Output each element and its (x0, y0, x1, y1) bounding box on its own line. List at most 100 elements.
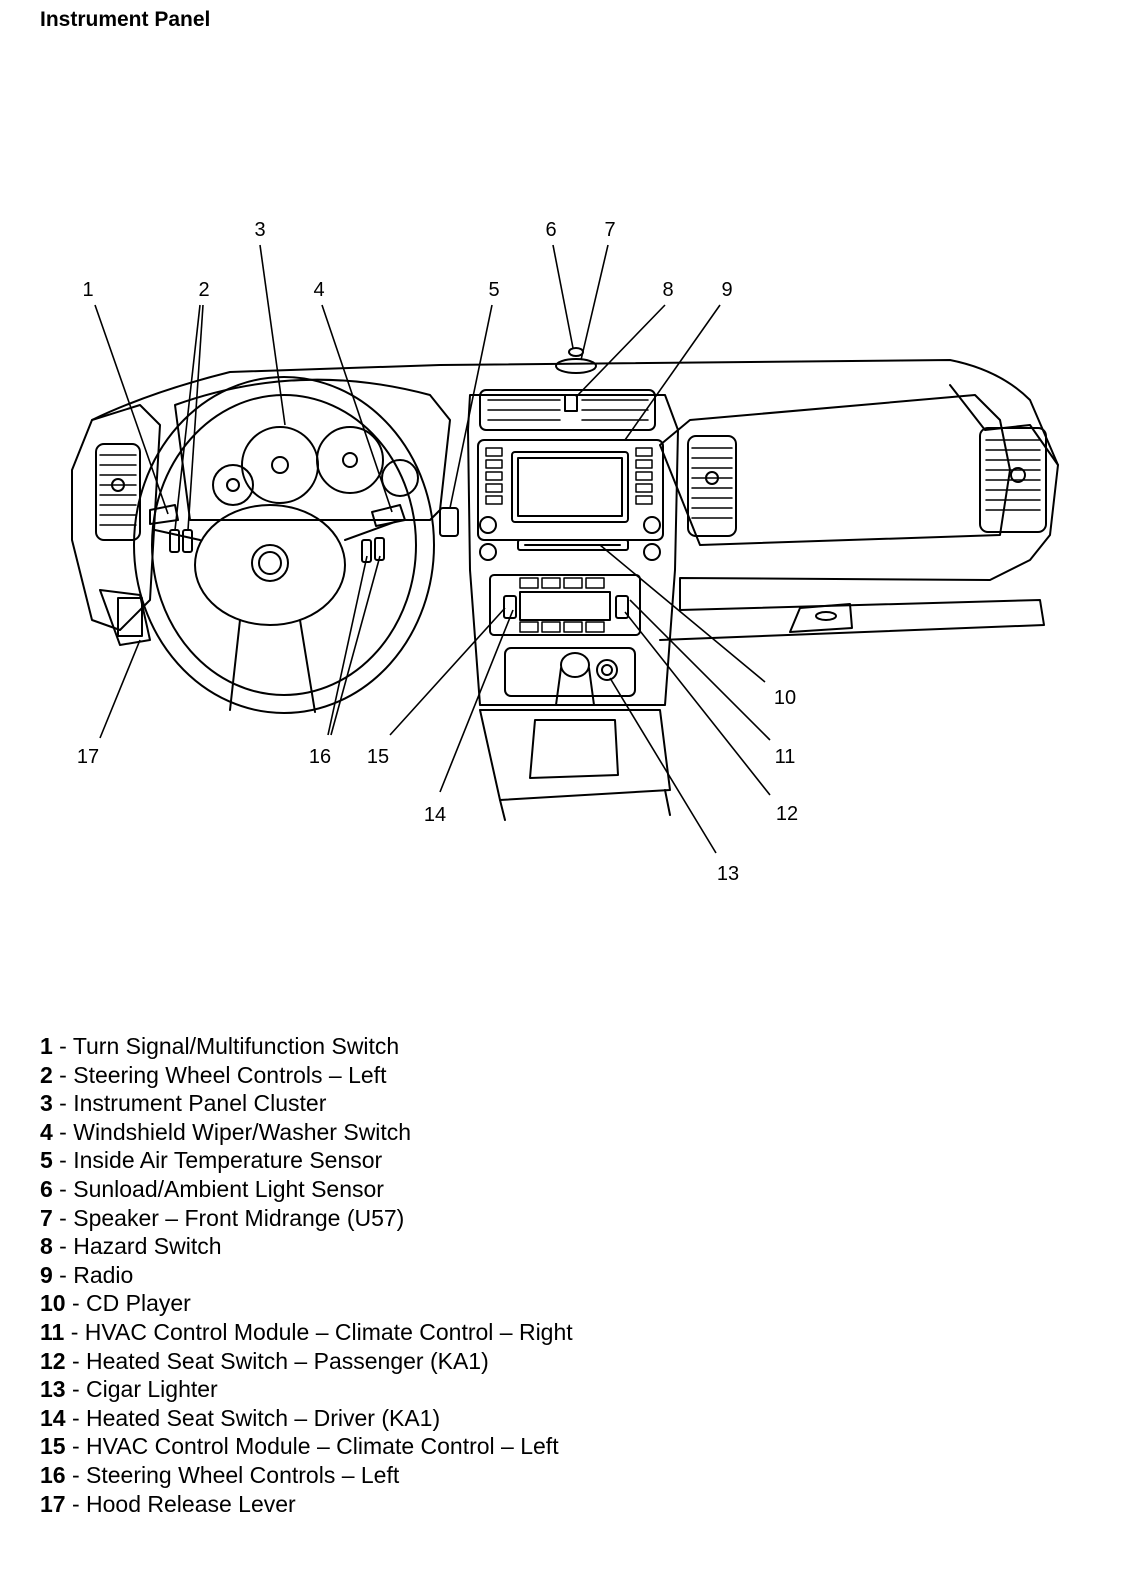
legend-number: 6 (40, 1175, 53, 1202)
callout-16: 16 (309, 746, 331, 768)
gear-shift-knob (560, 652, 590, 678)
legend-number: 12 (40, 1347, 66, 1374)
heated-seat-switch-driver (503, 595, 517, 619)
legend-item: 14 - Heated Seat Switch – Driver (KA1) (40, 1404, 573, 1433)
callout-13: 13 (717, 863, 739, 885)
hazard-switch (564, 394, 578, 412)
legend-item: 3 - Instrument Panel Cluster (40, 1089, 573, 1118)
dashboard-outline (91, 359, 1059, 641)
callout-1: 1 (82, 279, 93, 301)
legend-number: 4 (40, 1118, 53, 1145)
legend-text: - Speaker – Front Midrange (U57) (52, 1204, 405, 1231)
legend-text: - Windshield Wiper/Washer Switch (52, 1118, 412, 1145)
callout-8: 8 (662, 279, 673, 301)
legend-text: - Hood Release Lever (65, 1490, 296, 1517)
legend-item: 17 - Hood Release Lever (40, 1490, 573, 1519)
legend-item: 5 - Inside Air Temperature Sensor (40, 1146, 573, 1175)
center-stack (467, 394, 679, 706)
legend-item: 15 - HVAC Control Module – Climate Contr… (40, 1432, 573, 1461)
cluster-hood (174, 378, 451, 521)
legend-number: 8 (40, 1233, 53, 1260)
center-vent-frame (479, 389, 656, 431)
legend-text: - Radio (52, 1261, 134, 1288)
wiper-stalk (371, 504, 406, 527)
legend-number: 14 (40, 1404, 66, 1431)
callout-17: 17 (77, 746, 99, 768)
steering-wheel-hub (194, 504, 346, 626)
legend-text: - Inside Air Temperature Sensor (52, 1147, 383, 1174)
heated-seat-switch-passenger (615, 595, 629, 619)
callout-7: 7 (604, 219, 615, 241)
legend-text: - Instrument Panel Cluster (52, 1090, 327, 1117)
right-side-vent (979, 427, 1047, 533)
legend-number: 3 (40, 1090, 53, 1117)
callout-15: 15 (367, 746, 389, 768)
climate-display (519, 591, 611, 621)
page-title: Instrument Panel (40, 8, 211, 31)
legend-number: 13 (40, 1376, 66, 1403)
legend-number: 7 (40, 1204, 53, 1231)
callout-5: 5 (488, 279, 499, 301)
steering-wheel-outer (133, 376, 435, 714)
legend-item: 1 - Turn Signal/Multifunction Switch (40, 1032, 573, 1061)
legend-number: 10 (40, 1290, 66, 1317)
speedometer-gauge (241, 426, 319, 504)
callout-4: 4 (313, 279, 324, 301)
legend-item: 2 - Steering Wheel Controls – Left (40, 1061, 573, 1090)
legend-number: 9 (40, 1261, 53, 1288)
center-right-vent (687, 435, 737, 537)
legend-text: - Steering Wheel Controls – Left (65, 1461, 400, 1488)
legend-item: 13 - Cigar Lighter (40, 1375, 573, 1404)
legend-number: 15 (40, 1433, 66, 1460)
climate-control-panel (489, 574, 641, 636)
legend-item: 10 - CD Player (40, 1289, 573, 1318)
sw-controls-left-b (182, 529, 193, 553)
legend-item: 7 - Speaker – Front Midrange (U57) (40, 1204, 573, 1233)
legend-item: 12 - Heated Seat Switch – Passenger (KA1… (40, 1347, 573, 1376)
legend-number: 11 (40, 1318, 65, 1345)
legend-text: - Cigar Lighter (65, 1376, 218, 1403)
callout-12: 12 (776, 803, 798, 825)
inside-air-temp-sensor (439, 507, 459, 537)
callout-6: 6 (545, 219, 556, 241)
radio-display (511, 451, 629, 523)
legend-item: 9 - Radio (40, 1261, 573, 1290)
callout-3: 3 (254, 219, 265, 241)
turn-signal-stalk (149, 504, 179, 525)
instrument-panel-diagram: 1 2 3 4 5 6 7 8 9 10 11 12 13 14 15 16 1… (71, 219, 1059, 885)
front-midrange-speaker (555, 358, 597, 374)
callout-14: 14 (424, 804, 446, 826)
legend-item: 16 - Steering Wheel Controls – Left (40, 1461, 573, 1490)
shifter-bezel (504, 647, 636, 697)
legend-text: - Turn Signal/Multifunction Switch (52, 1033, 400, 1059)
sunload-sensor (568, 347, 584, 357)
legend-item: 8 - Hazard Switch (40, 1232, 573, 1261)
legend-text: - HVAC Control Module – Climate Control … (64, 1318, 573, 1345)
callout-11: 11 (775, 746, 796, 768)
tachometer-gauge (316, 426, 384, 494)
legend-text: - Hazard Switch (52, 1233, 222, 1260)
cd-slot (517, 539, 629, 551)
legend-text: - Heated Seat Switch – Driver (KA1) (65, 1404, 441, 1431)
legend-number: 16 (40, 1461, 66, 1488)
legend-item: 6 - Sunload/Ambient Light Sensor (40, 1175, 573, 1204)
callout-10: 10 (774, 687, 796, 709)
legend-list: 1 - Turn Signal/Multifunction Switch 2 -… (40, 1032, 573, 1518)
hood-release-lever (117, 597, 143, 637)
legend-text: - Steering Wheel Controls – Left (52, 1061, 387, 1088)
left-vent (95, 443, 141, 541)
legend-number: 17 (40, 1490, 66, 1517)
legend-item: 11 - HVAC Control Module – Climate Contr… (40, 1318, 573, 1347)
legend-item: 4 - Windshield Wiper/Washer Switch (40, 1118, 573, 1147)
legend-number: 2 (40, 1061, 53, 1088)
cadillac-emblem (251, 544, 289, 582)
legend-number: 1 (40, 1033, 53, 1059)
legend-number: 5 (40, 1147, 53, 1174)
cigar-lighter (596, 659, 618, 681)
legend-text: - Sunload/Ambient Light Sensor (52, 1175, 384, 1202)
legend-text: - Heated Seat Switch – Passenger (KA1) (65, 1347, 489, 1374)
legend-text: - CD Player (65, 1290, 191, 1317)
callout-2: 2 (198, 279, 209, 301)
sw-controls-left-a (169, 529, 180, 553)
left-gauge (212, 464, 254, 506)
